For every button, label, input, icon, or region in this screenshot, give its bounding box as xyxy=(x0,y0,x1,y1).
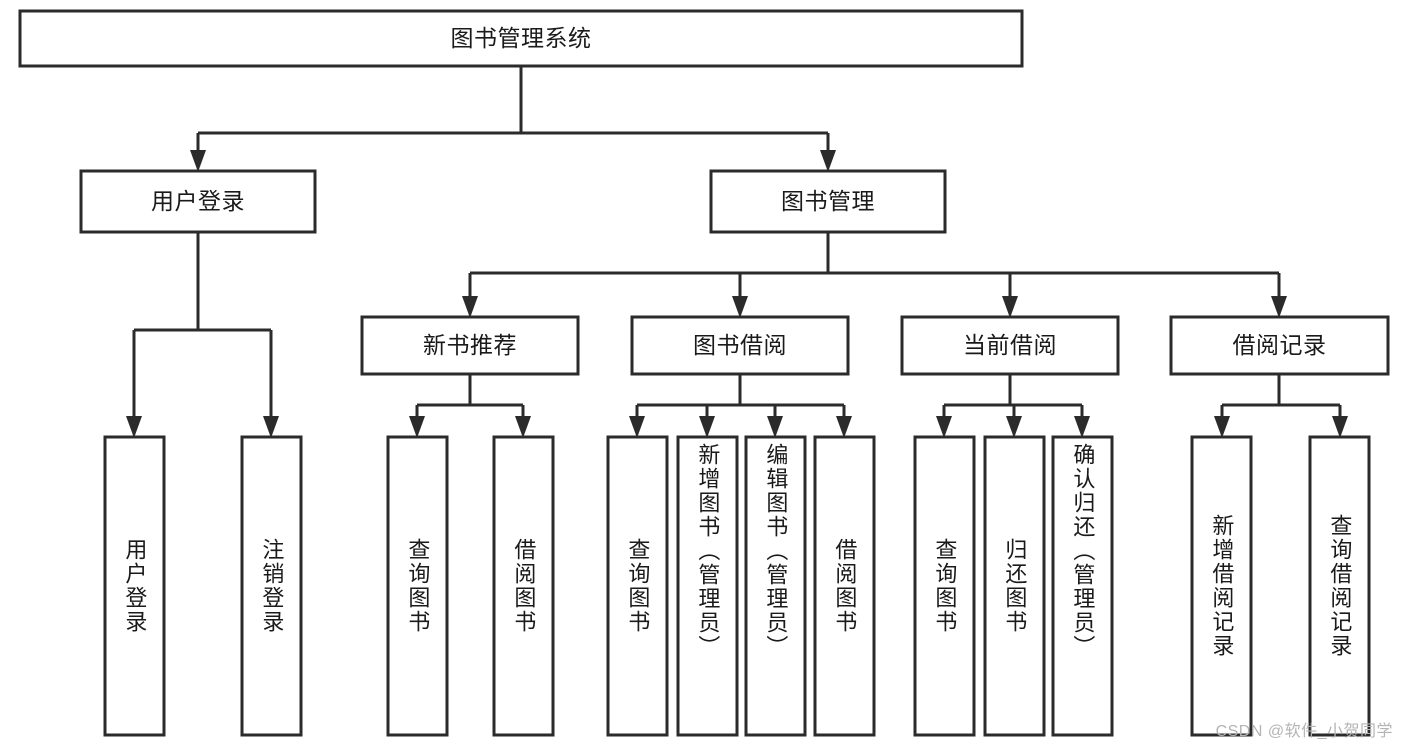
node-rect-leaf-current-3[interactable] xyxy=(1051,435,1114,737)
arrow-head-leaf-user-login-1 xyxy=(126,416,142,438)
arrow-head-leaf-record-2 xyxy=(1332,416,1348,438)
node-rect-leaf-user-login-2[interactable] xyxy=(240,435,303,737)
arrow-head-leaf-current-1 xyxy=(936,416,952,438)
node-rect-borrow-record[interactable] xyxy=(1169,315,1390,376)
arrow-head-leaf-borrow-1 xyxy=(629,416,645,438)
arrow-head-leaf-recommend-2 xyxy=(515,416,531,438)
node-rect-leaf-record-2[interactable] xyxy=(1308,435,1371,737)
csdn-watermark: CSDN @软件_小贺同学 xyxy=(1215,723,1393,740)
arrow-head-leaf-borrow-4 xyxy=(836,416,852,438)
node-rect-root[interactable] xyxy=(18,9,1024,68)
node-rect-leaf-borrow-2[interactable] xyxy=(676,435,739,737)
arrow-head-leaf-user-login-2 xyxy=(263,416,279,438)
node-rect-leaf-borrow-4[interactable] xyxy=(813,435,876,737)
node-rect-book-borrow[interactable] xyxy=(630,315,850,376)
node-rect-leaf-recommend-2[interactable] xyxy=(492,435,555,737)
node-rect-book-management[interactable] xyxy=(709,169,947,234)
node-rect-leaf-record-1[interactable] xyxy=(1190,435,1253,737)
node-rect-leaf-current-2[interactable] xyxy=(983,435,1046,737)
node-rect-leaf-current-1[interactable] xyxy=(913,435,976,737)
arrow-head-book-borrow xyxy=(732,296,748,318)
arrow-head-current-borrow xyxy=(1002,296,1018,318)
node-rect-leaf-recommend-1[interactable] xyxy=(386,435,449,737)
arrow-head-leaf-current-2 xyxy=(1006,416,1022,438)
node-rectangles xyxy=(18,9,1390,737)
node-rect-current-borrow[interactable] xyxy=(900,315,1120,376)
node-rect-leaf-borrow-1[interactable] xyxy=(606,435,669,737)
node-rect-user-login[interactable] xyxy=(79,169,317,234)
node-rect-new-book-recommend[interactable] xyxy=(360,315,580,376)
arrow-head-leaf-recommend-1 xyxy=(409,416,425,438)
arrow-head-leaf-record-1 xyxy=(1214,416,1230,438)
connectors xyxy=(126,66,1348,438)
arrow-head-leaf-borrow-3 xyxy=(767,416,783,438)
arrow-head-new-book-recommend xyxy=(462,296,478,318)
arrow-head-borrow-record xyxy=(1271,296,1287,318)
arrow-head-leaf-current-3 xyxy=(1074,416,1090,438)
arrow-head-book-mgmt xyxy=(820,150,836,172)
node-rect-leaf-user-login-1[interactable] xyxy=(103,435,166,737)
arrow-head-user-login xyxy=(190,150,206,172)
node-rect-leaf-borrow-3[interactable] xyxy=(744,435,807,737)
arrow-head-leaf-borrow-2 xyxy=(699,416,715,438)
